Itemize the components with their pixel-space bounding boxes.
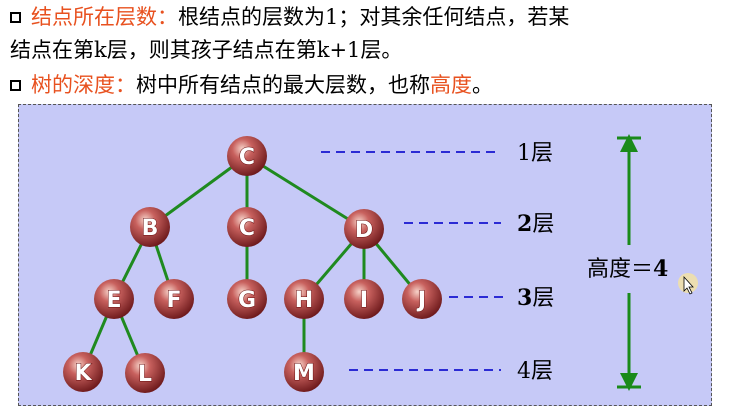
tree-node-j: J (402, 279, 442, 319)
tree-node-circle (227, 136, 267, 176)
tree-node-label: M (293, 361, 315, 386)
definition-node-level-cont: 结点在第k层，则其孩子结点在第k+1层。 (10, 38, 403, 62)
definition-tree-depth: 树中所有结点的最大层数，也称 (136, 73, 430, 97)
tree-node-circle (227, 279, 267, 319)
tree-node-c: C (227, 207, 267, 247)
term-height: 高度 (430, 73, 472, 97)
tree-node-circle (154, 279, 194, 319)
tree-node-label: B (142, 216, 159, 241)
term-tree-depth: 树的深度： (31, 73, 136, 97)
tree-node-h: H (284, 279, 324, 319)
tree-node-circle (125, 353, 165, 393)
bullet-square-icon (10, 12, 21, 23)
tree-node-c: C (227, 136, 267, 176)
tree-node-circle (344, 209, 384, 249)
tree-node-i: I (344, 279, 384, 319)
tree-diagram: C B C D E F G H I J K L M 1层 2层 3层 4层 高度＝4 (63, 134, 698, 393)
tree-node-circle (94, 279, 134, 319)
tree-node-g: G (227, 279, 267, 319)
tree-node-label: I (360, 288, 368, 313)
tree-edge (246, 154, 365, 231)
tree-node-circle (284, 352, 324, 392)
bullet-square-icon (10, 80, 21, 91)
tree-node-k: K (63, 352, 103, 392)
tree-node-b: B (130, 207, 170, 247)
tree-node-l: L (125, 353, 165, 393)
tree-node-circle (130, 207, 170, 247)
tree-node-label: L (138, 362, 152, 387)
tree-node-label: F (166, 288, 181, 313)
tree-node-label: C (239, 216, 255, 241)
tree-node-f: F (154, 279, 194, 319)
tree-node-circle (402, 279, 442, 319)
tree-node-label: D (355, 218, 373, 243)
tree-node-label: J (416, 288, 426, 313)
definition-end: 。 (472, 73, 493, 97)
tree-node-circle (63, 352, 103, 392)
definition-node-level: 根结点的层数为1；对其余任何结点，若某 (178, 5, 570, 29)
tree-node-label: C (239, 145, 255, 170)
bullet-line-1: 结点所在层数：根结点的层数为1；对其余任何结点，若某 (10, 2, 569, 32)
level-1-label: 1层 (517, 141, 553, 166)
pointer-cursor-icon (678, 273, 698, 295)
tree-node-label: G (238, 288, 256, 313)
tree-node-m: M (284, 352, 324, 392)
tree-node-circle (284, 279, 324, 319)
level-3-label: 3层 (517, 285, 554, 311)
height-label: 高度＝4 (587, 256, 668, 282)
tree-edge (149, 154, 248, 229)
tree-node-circle (227, 207, 267, 247)
bullet-line-2: 树的深度：树中所有结点的最大层数，也称高度。 (10, 70, 493, 100)
tree-node-d: D (344, 209, 384, 249)
tree-node-label: E (106, 288, 121, 313)
tree-node-e: E (94, 279, 134, 319)
level-4-label: 4层 (517, 359, 553, 384)
level-2-label: 2层 (517, 211, 554, 237)
tree-diagram-panel: C B C D E F G H I J K L M 1层 2层 3层 4层 高度＝4 (18, 104, 712, 406)
tree-node-label: K (74, 361, 92, 386)
tree-node-label: H (295, 288, 313, 313)
bullet-line-1-cont: 结点在第k层，则其孩子结点在第k+1层。 (10, 35, 402, 65)
term-node-level: 结点所在层数： (31, 5, 178, 29)
tree-node-circle (344, 279, 384, 319)
